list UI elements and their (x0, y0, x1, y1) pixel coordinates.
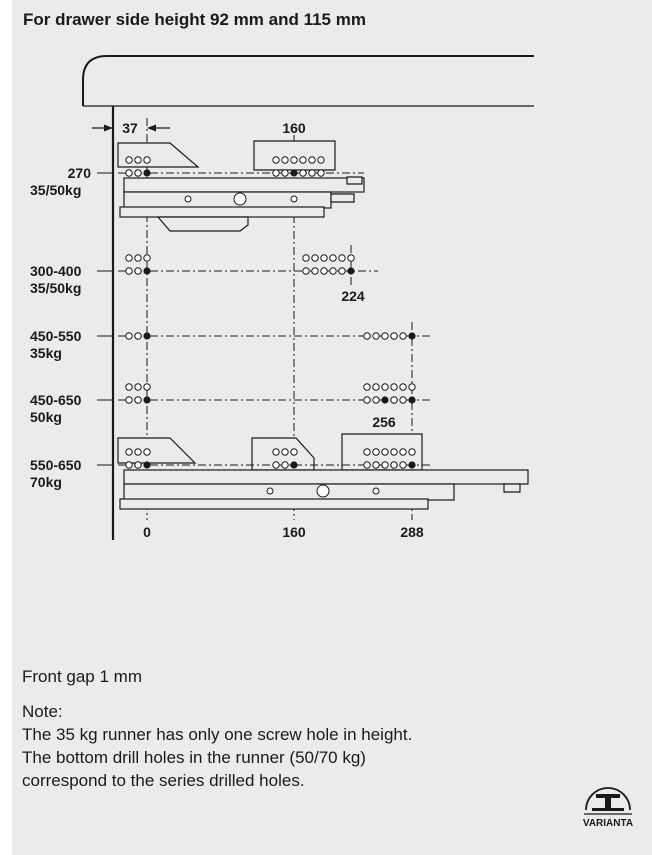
axis-label-160: 160 (282, 524, 306, 540)
logo-text: VARIANTA (583, 818, 633, 829)
runner-lower-tab (156, 216, 249, 232)
hole-group-rear (363, 383, 416, 404)
cabinet-runner-rail (123, 483, 455, 501)
note-heading: Note: (22, 702, 63, 721)
row-load-label: 35/50kg (30, 182, 81, 198)
front-gap-text: Front gap 1 mm (22, 667, 142, 686)
drawer-bottom-plate (119, 206, 325, 218)
drawer-runner-upper (123, 177, 365, 193)
dim-arrowhead-left (104, 124, 113, 132)
runner-hole (184, 195, 192, 203)
note-line: correspond to the series drilled holes. (22, 771, 305, 790)
note-line: The bottom drill holes in the runner (50… (22, 748, 366, 767)
runner-hole (372, 487, 380, 495)
hole-group-mid (272, 448, 298, 469)
dim-37-label: 37 (122, 120, 138, 136)
row-length-label: 550-650 (30, 457, 82, 473)
hole-group-front (125, 332, 151, 340)
notes-block: Front gap 1 mm Note: The 35 kg runner ha… (22, 665, 582, 792)
cabinet-runner-rail (123, 191, 332, 209)
dim-160-label: 160 (282, 120, 306, 136)
hole-group-front (125, 448, 151, 469)
runner-hole-large (233, 192, 247, 206)
hole-group-front (125, 254, 151, 275)
runner-end-cap (346, 176, 363, 185)
dim-256-label: 256 (372, 414, 396, 430)
page-title: For drawer side height 92 mm and 115 mm (23, 10, 366, 29)
varianta-logo-icon: VARIANTA (583, 787, 633, 829)
dim-224-label: 224 (341, 288, 365, 304)
row-load-label: 35kg (30, 345, 62, 361)
cabinet-top-outline (82, 55, 534, 106)
runner-mid-bracket (253, 140, 336, 171)
row-load-label: 70kg (30, 474, 62, 490)
runner-hole (290, 195, 298, 203)
row-length-label: 300-400 (30, 263, 82, 279)
runner-hole (266, 487, 274, 495)
hole-group-rear (363, 332, 416, 340)
hole-group-rear (363, 448, 416, 469)
row-length-label: 270 (68, 165, 92, 181)
hole-group-rear (302, 254, 355, 275)
note-line: The 35 kg runner has only one screw hole… (22, 725, 413, 744)
runner-rail-tail (330, 193, 355, 203)
drawer-bottom-plate (119, 498, 429, 510)
row-length-label: 450-650 (30, 392, 82, 408)
axis-label-288: 288 (400, 524, 424, 540)
row-load-label: 35/50kg (30, 280, 81, 296)
runner-front-bracket (117, 437, 197, 464)
dim-arrowhead-right (147, 124, 156, 132)
axis-label-0: 0 (143, 524, 151, 540)
runner-rail-tail (503, 483, 521, 493)
hole-group-front (125, 156, 151, 177)
drawer-runner-upper (123, 469, 529, 485)
runner-hole-large (316, 484, 330, 498)
hole-group-mid (272, 156, 325, 177)
row-length-label: 450-550 (30, 328, 82, 344)
row-load-label: 50kg (30, 409, 62, 425)
hole-group-front (125, 383, 151, 404)
drilling-diagram: .ln { stroke: #1a1a1a; fill: none; } .da… (30, 55, 534, 540)
